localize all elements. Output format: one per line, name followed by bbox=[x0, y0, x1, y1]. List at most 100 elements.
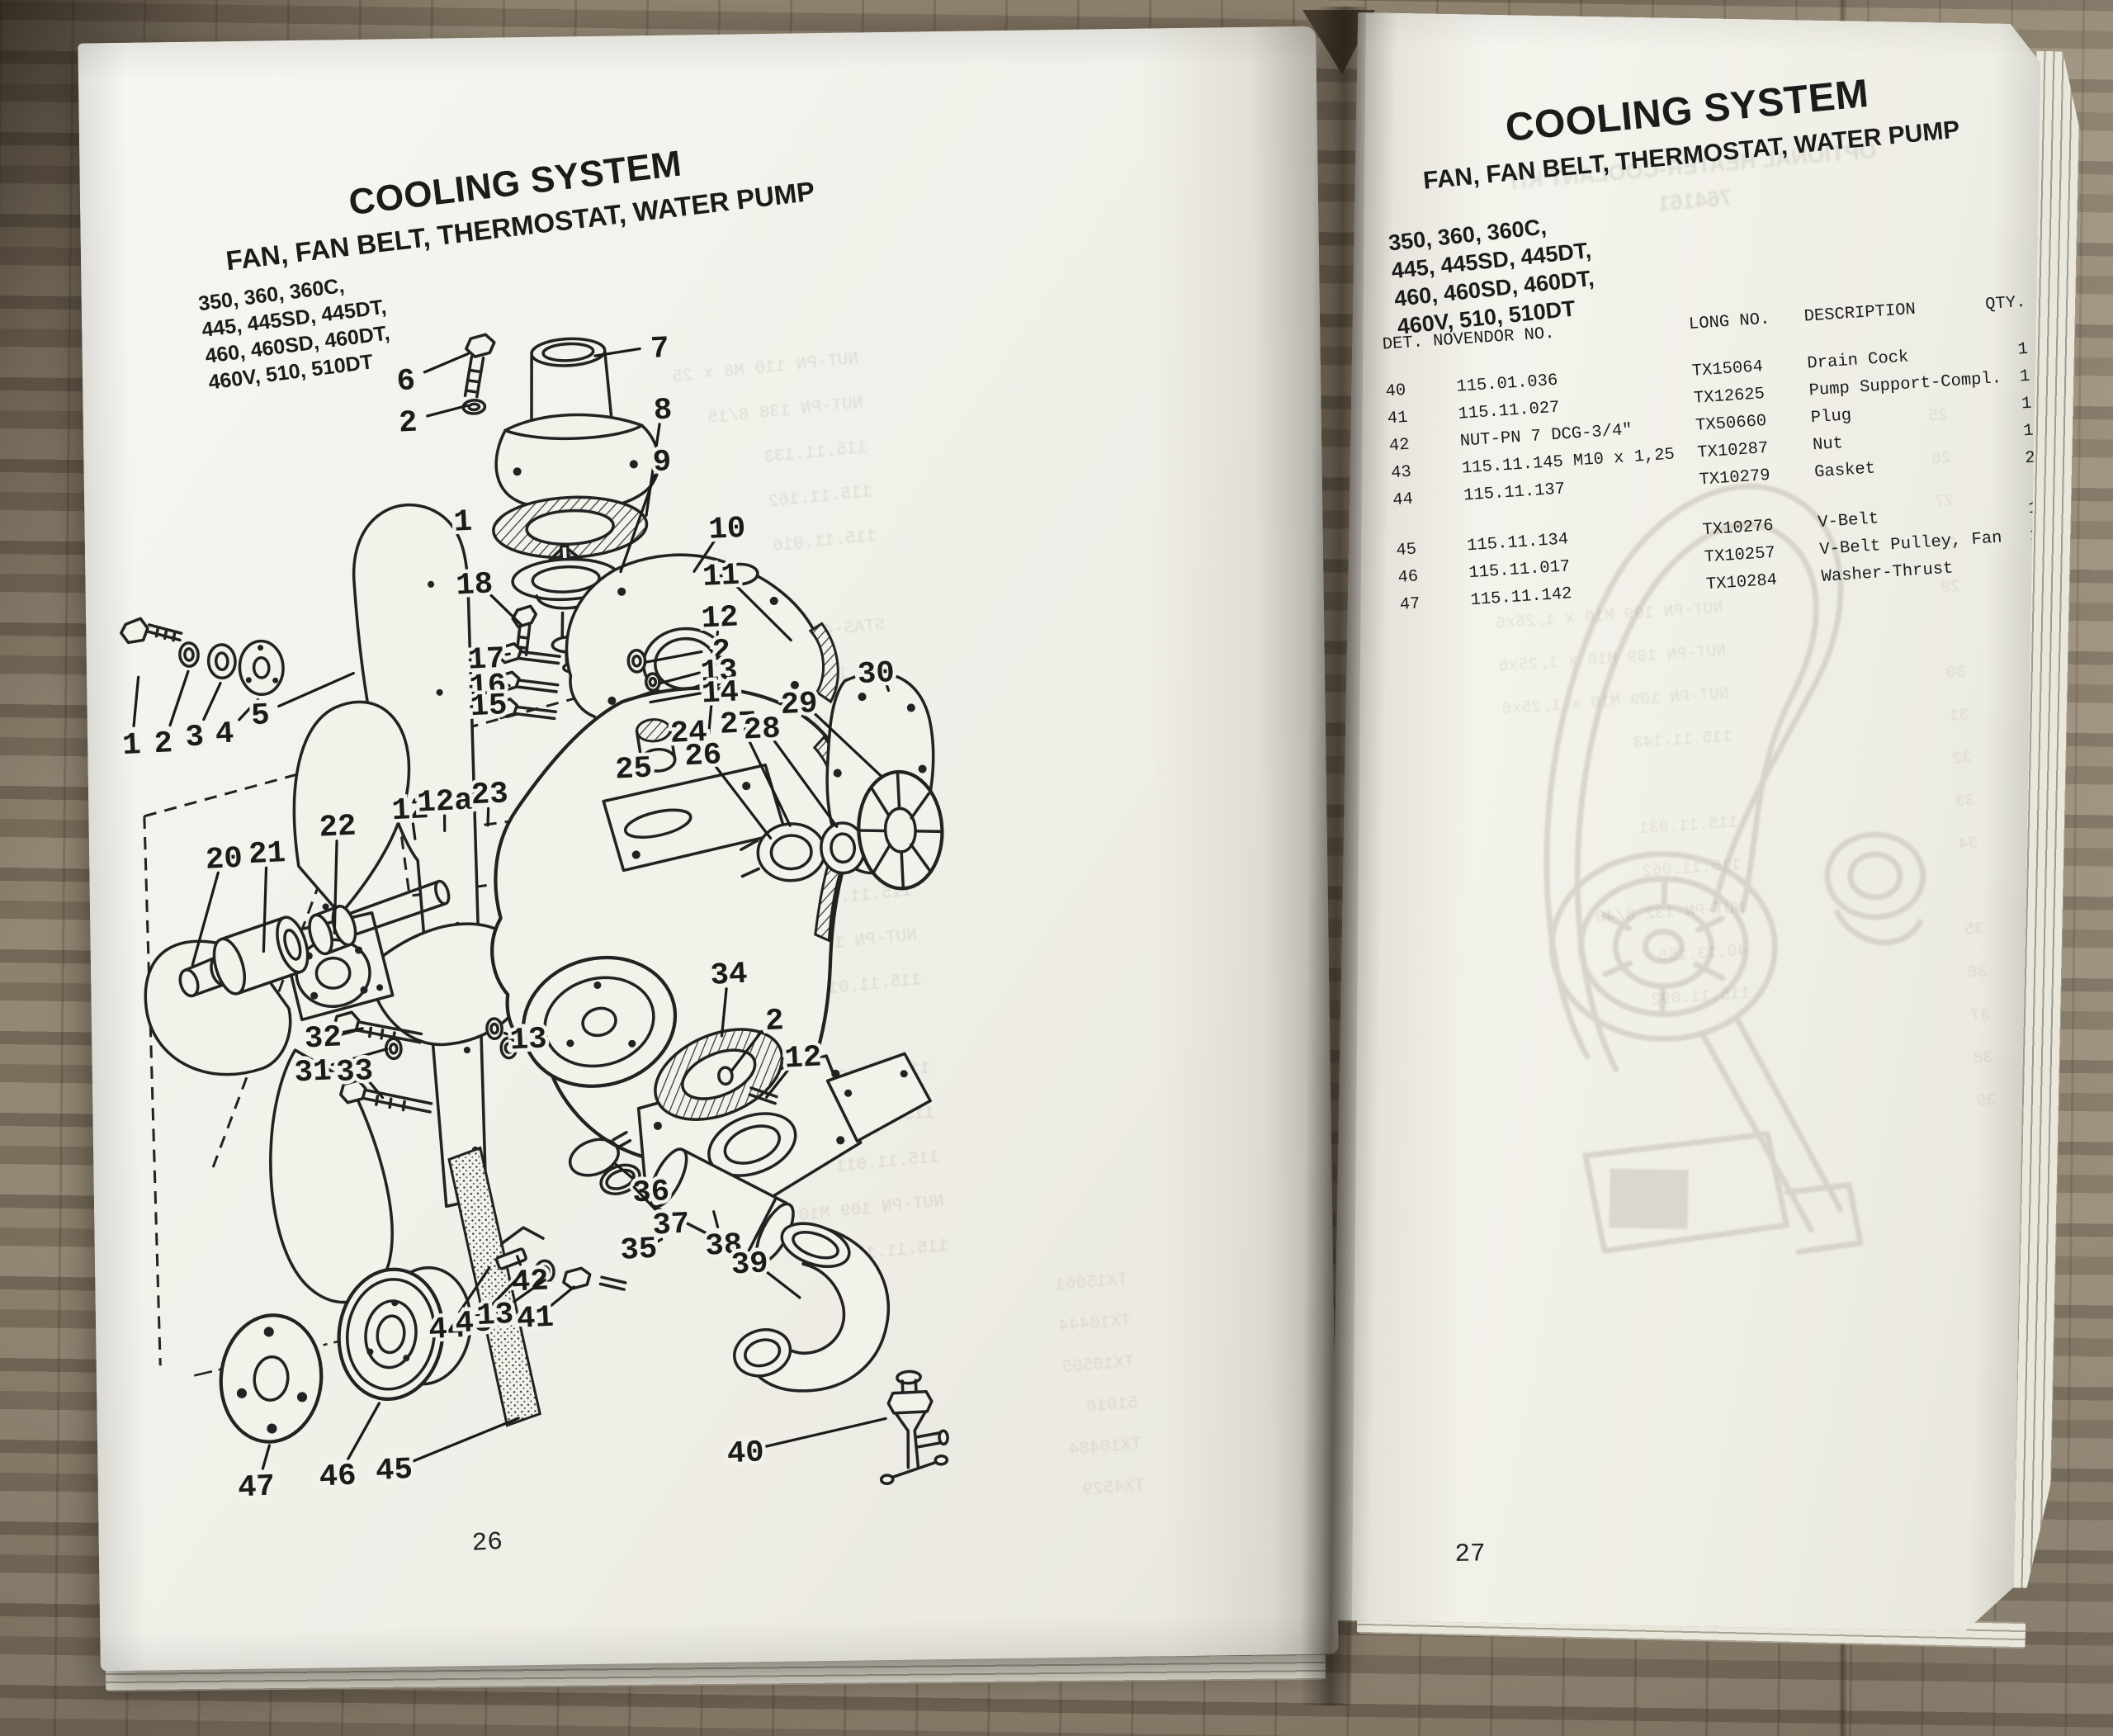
callout-leader-line bbox=[486, 1273, 523, 1310]
table-cell-det: 45 bbox=[1395, 540, 1417, 561]
diagram-callout: 38 bbox=[704, 1228, 743, 1265]
diagram-callout: 14 bbox=[701, 675, 740, 712]
callout-leader-line bbox=[658, 671, 701, 685]
table-header-cell: QTY. bbox=[1984, 292, 2027, 315]
callout-leader-line bbox=[346, 1402, 381, 1461]
diagram-callout: 12 bbox=[784, 1040, 823, 1076]
table-header-cell: LONG NO. bbox=[1688, 310, 1771, 334]
diagram-callout: 27 bbox=[719, 707, 758, 743]
diagram-callout: 28 bbox=[743, 712, 782, 748]
callout-leader-line bbox=[411, 822, 417, 840]
diagram-callout: 1 bbox=[121, 728, 141, 764]
diagram-callout: 5 bbox=[250, 698, 270, 734]
diagram-callout: 24 bbox=[669, 716, 708, 752]
table-cell-long: TX15064 bbox=[1691, 357, 1764, 381]
callout-leader-line bbox=[720, 987, 728, 1038]
diagram-callout: 4 bbox=[215, 717, 234, 753]
diagram-callout: 3 bbox=[185, 720, 205, 755]
callout-leader-line bbox=[457, 1266, 491, 1314]
callout-leader-line bbox=[423, 352, 470, 374]
table-cell-det: 47 bbox=[1399, 594, 1421, 615]
callout-leader-line bbox=[619, 474, 657, 574]
callout-leader-line bbox=[734, 583, 792, 642]
diagram-callout: 26 bbox=[683, 738, 722, 774]
diagram-callout: 18 bbox=[455, 567, 494, 603]
callout-leader-line bbox=[730, 1029, 763, 1072]
callout-leader-line bbox=[772, 738, 839, 828]
callout-leader-line bbox=[712, 1210, 720, 1228]
diagram-callout: 23 bbox=[470, 777, 509, 813]
callout-leader-line bbox=[366, 1079, 385, 1100]
left-title-block: COOLING SYSTEM FAN, FAN BELT, THERMOSTAT… bbox=[78, 111, 957, 294]
callout-leader-line bbox=[764, 1270, 801, 1299]
model-list: 350, 360, 360C,445, 445SD, 445DT,460, 46… bbox=[1387, 208, 1598, 341]
table-cell-det: 40 bbox=[1384, 381, 1407, 402]
callout-leader-line bbox=[707, 630, 720, 736]
callout-leader-line bbox=[506, 684, 511, 688]
diagram-callout: 45 bbox=[375, 1453, 414, 1489]
diagram-callout: 46 bbox=[319, 1459, 357, 1495]
page-number: 27 bbox=[1454, 1540, 1486, 1569]
callout-leader-line bbox=[516, 1255, 522, 1266]
diagram-callout: 15 bbox=[470, 688, 508, 725]
callout-leader-line bbox=[763, 1417, 887, 1449]
callout-leader-line bbox=[262, 866, 268, 953]
diagram-callout: 41 bbox=[516, 1301, 555, 1337]
callout-leader-line bbox=[168, 669, 190, 727]
callout-leader-line bbox=[550, 1285, 575, 1308]
callout-leader-line bbox=[333, 840, 338, 934]
callout-leader-line bbox=[426, 404, 469, 418]
diagram-callout: 31 bbox=[294, 1054, 333, 1090]
diagram-callout: 43 bbox=[455, 1305, 494, 1341]
callout-leader-line bbox=[713, 764, 773, 840]
callout-leader-line bbox=[593, 347, 641, 357]
diagram-callout: 39 bbox=[730, 1246, 769, 1283]
callout-leader-line bbox=[261, 1444, 272, 1470]
diagram-callout: 32 bbox=[304, 1020, 343, 1057]
table-cell-qty: 1 bbox=[2022, 421, 2035, 442]
table-cell-desc: Drain Cock bbox=[1806, 348, 1910, 374]
diagram-callout: 22 bbox=[319, 810, 357, 846]
diagram-callout: 9 bbox=[652, 445, 672, 480]
callout-leader-line bbox=[504, 652, 511, 656]
diagram-callout: 29 bbox=[780, 687, 819, 723]
callout-leader-line bbox=[745, 735, 792, 827]
right-page: OPTIONAL HEATER-COOLANT KIT 764161 NUT-P… bbox=[1330, 12, 2041, 1632]
diagram-callout: 2 bbox=[764, 1004, 784, 1039]
diagram-callout: 44 bbox=[428, 1312, 467, 1348]
diagram-callout: 35 bbox=[620, 1232, 659, 1269]
diagram-callout: 20 bbox=[205, 842, 243, 878]
diagram-callout: 33 bbox=[335, 1054, 374, 1090]
callout-leader-line bbox=[647, 750, 651, 757]
callout-leader-line bbox=[442, 814, 447, 832]
table-cell-det: 42 bbox=[1388, 435, 1411, 456]
ghost-belt-pulley-diagram bbox=[1331, 359, 2035, 1559]
diagram-callout: 37 bbox=[652, 1207, 691, 1243]
right-title-block: COOLING SYSTEM FAN, FAN BELT, THERMOSTAT… bbox=[1353, 56, 2025, 201]
diagram-callout: 13 bbox=[475, 1298, 514, 1334]
callout-leader-line bbox=[643, 650, 703, 664]
callout-leader-line bbox=[649, 692, 702, 704]
diagram-callout: 12 bbox=[701, 600, 740, 636]
table-cell-det: 41 bbox=[1387, 408, 1409, 429]
diagram-callout: 25 bbox=[614, 751, 653, 788]
diagram-callout: 40 bbox=[726, 1436, 765, 1472]
callout-leader-line bbox=[503, 1031, 510, 1036]
diagram-callout: 13 bbox=[509, 1022, 548, 1058]
callout-leader-line bbox=[487, 592, 523, 627]
callout-leader-line bbox=[486, 807, 490, 827]
diagram-callout: 8 bbox=[653, 393, 673, 428]
diagram-callout: 47 bbox=[237, 1469, 276, 1506]
table-header-cell: DET. NO. bbox=[1382, 330, 1464, 355]
diagram-callout: 10 bbox=[708, 512, 747, 548]
callout-leader-line bbox=[765, 1067, 792, 1099]
callout-leader-line bbox=[191, 871, 220, 967]
callout-leader-line bbox=[330, 1048, 389, 1067]
table-cell-det: 46 bbox=[1397, 567, 1420, 588]
diagram-callout: 7 bbox=[650, 332, 669, 367]
table-cell-qty: 1 bbox=[2019, 367, 2030, 387]
page-number: 26 bbox=[470, 1527, 503, 1559]
callout-leader-line bbox=[615, 1163, 636, 1182]
table-cell-qty: 1 bbox=[2016, 339, 2029, 360]
